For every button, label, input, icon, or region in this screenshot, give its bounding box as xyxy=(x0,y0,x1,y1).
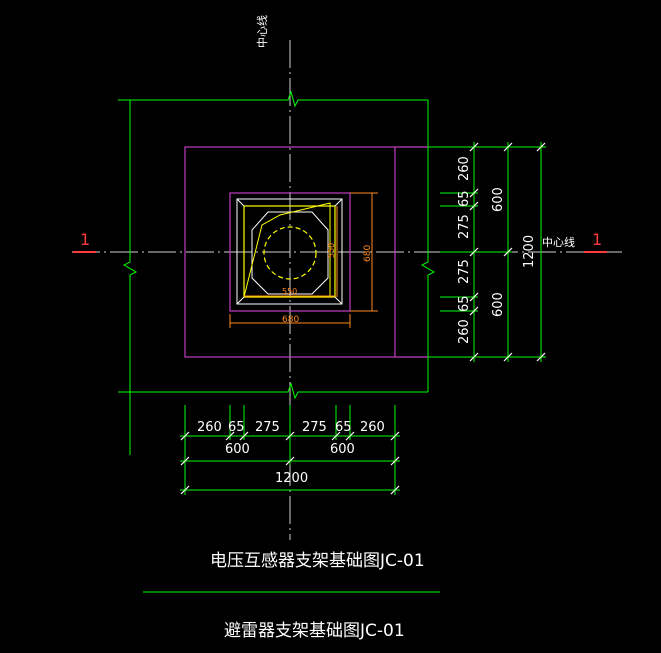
bottom-dim-600-left: 600 xyxy=(225,442,250,457)
bottom-dim-275-left: 275 xyxy=(255,420,280,435)
right-dim-275-top: 275 xyxy=(457,214,472,239)
right-dim-260-bottom: 260 xyxy=(457,319,472,344)
inner-dimensions xyxy=(229,192,378,328)
bottom-dimension-ticks xyxy=(180,431,400,495)
right-dim-1200: 1200 xyxy=(522,235,537,268)
chamfer-tl xyxy=(236,198,245,207)
right-dim-65-bottom: 65 xyxy=(457,295,472,312)
mid-foundation xyxy=(229,192,351,312)
right-break-line xyxy=(420,100,436,392)
chamfer-tr xyxy=(334,198,343,207)
outer-foundation xyxy=(184,146,396,358)
bottom-break-line xyxy=(118,382,428,400)
bottom-dim-65-left: 65 xyxy=(228,420,245,435)
pedestal-outer xyxy=(236,198,343,305)
section-mark-left: 1 xyxy=(80,230,90,249)
break-lines xyxy=(118,90,436,455)
top-break-line xyxy=(118,90,428,108)
right-dim-65-top: 65 xyxy=(457,190,472,207)
bottom-dim-260-left: 260 xyxy=(197,420,222,435)
left-break-line xyxy=(122,100,138,455)
pedestal xyxy=(236,198,343,305)
octagon xyxy=(251,211,329,295)
main-title: 电压互感器支架基础图JC-01 xyxy=(210,551,425,571)
center-line-label-top: 中心线 xyxy=(255,15,269,48)
center-line-label-right: 中心线 xyxy=(542,235,575,249)
secondary-title: 避雷器支架基础图JC-01 xyxy=(224,621,405,641)
anchor-circle xyxy=(263,226,317,280)
dim-680-v-label: 680 xyxy=(363,245,373,262)
yellow-diagonal xyxy=(243,202,331,298)
section-mark-right: 1 xyxy=(592,230,602,249)
dim-680-h-label: 680 xyxy=(282,315,299,325)
dim-550-v-label: 550 xyxy=(327,243,336,258)
chamfer-br xyxy=(334,296,343,305)
bottom-dim-600-right: 600 xyxy=(330,442,355,457)
right-dimension-ticks xyxy=(469,142,546,362)
right-dim-260-top: 260 xyxy=(457,156,472,181)
pedestal-inner xyxy=(243,205,336,298)
center-lines xyxy=(72,40,622,540)
foundation-outlines xyxy=(184,146,428,358)
chamfer-bl xyxy=(236,296,245,305)
right-dim-600-top: 600 xyxy=(491,187,506,212)
bottom-dim-260-right: 260 xyxy=(360,420,385,435)
right-dim-275-bottom: 275 xyxy=(457,259,472,284)
bottom-dim-1200: 1200 xyxy=(275,471,308,486)
dim-550-h-label: 550 xyxy=(282,287,297,296)
bottom-dim-65-right: 65 xyxy=(335,420,352,435)
right-dim-600-bottom: 600 xyxy=(491,292,506,317)
bottom-dim-275-right: 275 xyxy=(302,420,327,435)
